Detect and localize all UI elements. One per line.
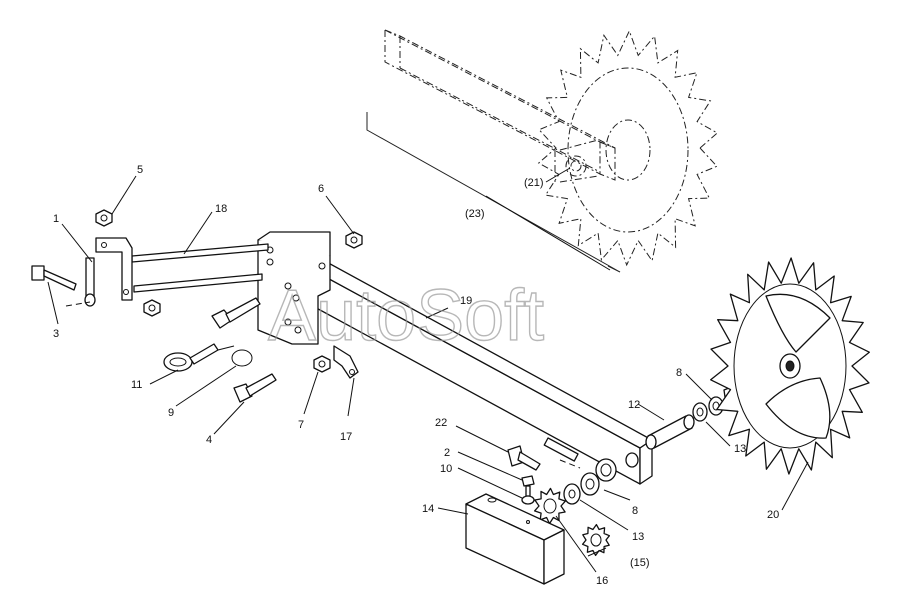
nut-bracket: [143, 299, 161, 317]
callout-20: 20: [767, 509, 779, 521]
callout-18: 18: [215, 203, 227, 215]
callout-11: 11: [131, 379, 142, 391]
washer-13: [692, 402, 708, 422]
leader-lines: [47, 167, 809, 573]
mounting-plate: [257, 231, 331, 345]
bushing: [580, 472, 600, 496]
drive-sprocket: [710, 257, 870, 475]
callout-1: 1: [53, 213, 59, 225]
callout-13-lower: 13: [632, 531, 644, 543]
callout-10: 10: [440, 463, 452, 475]
callout-4: 4: [206, 434, 212, 446]
callout-3: 3: [53, 328, 59, 340]
sprocket-15: [581, 523, 611, 557]
bolt-upper: [211, 297, 261, 329]
callout-8-lower: 8: [632, 505, 638, 517]
callout-22: 22: [435, 417, 447, 429]
nut-6: [345, 231, 363, 249]
callout-12: 12: [628, 399, 640, 411]
ghost-sprocket: [537, 29, 719, 267]
callout-14: 14: [422, 503, 434, 515]
callout-labels: 1 2 3 4 5 6 7 8 8 9 10 11 12 13 13 14 (1…: [53, 164, 779, 587]
callout-8-upper: 8: [676, 367, 682, 379]
spring-clip: [217, 345, 253, 367]
washer-10: [521, 495, 535, 505]
support-rod: [131, 243, 269, 293]
callout-23: (23): [465, 208, 485, 220]
lock-pin: [163, 343, 219, 372]
shaft-sleeve: [645, 414, 695, 450]
guard-box: [465, 493, 565, 585]
callout-19: 19: [460, 295, 472, 307]
callout-15: (15): [630, 557, 650, 569]
small-bolt-2: [521, 475, 535, 497]
watermark-text: AutoSoft: [268, 276, 544, 356]
ghost-frame-beam: [366, 29, 621, 273]
nut-5: [95, 209, 113, 227]
callout-2: 2: [444, 447, 450, 459]
nut-7: [313, 355, 331, 373]
bolt-22: [507, 445, 541, 471]
eyebolt: [84, 257, 96, 307]
callout-9: 9: [168, 407, 174, 419]
bolt-4: [233, 373, 277, 403]
small-bracket: [333, 345, 359, 379]
washer-8-lower: [563, 483, 581, 505]
callout-16: 16: [596, 575, 608, 587]
callout-5: 5: [137, 164, 143, 176]
bolt-3: [31, 265, 77, 291]
callout-6: 6: [318, 183, 324, 195]
callout-7: 7: [298, 419, 304, 431]
bracket: [95, 237, 133, 301]
callout-21: (21): [524, 177, 544, 189]
callout-13-upper: 13: [734, 443, 746, 455]
callout-17: 17: [340, 431, 352, 443]
sprocket-16: [533, 487, 567, 525]
